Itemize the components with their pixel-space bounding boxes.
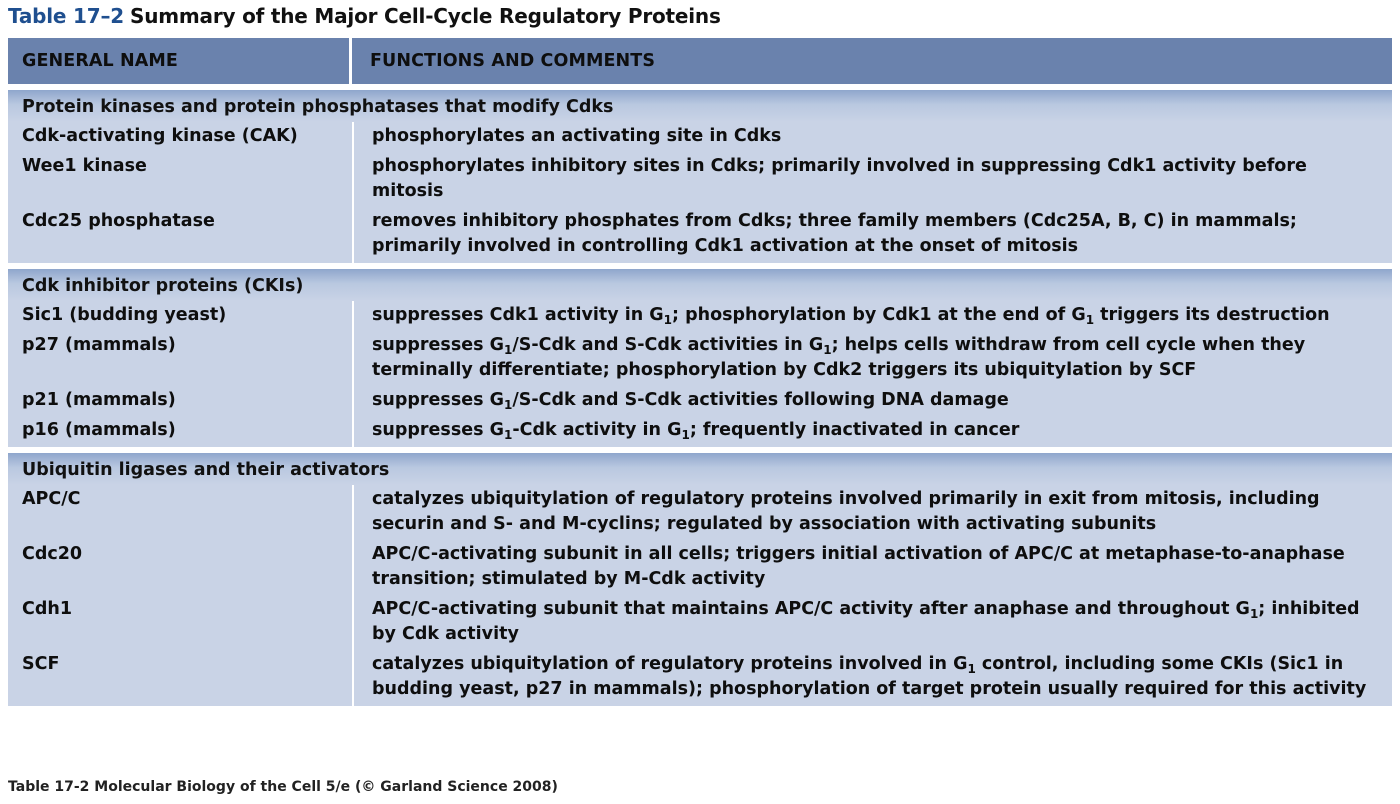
table-row: Cdc20 APC/C-activating subunit in all ce… bbox=[8, 542, 1392, 592]
protein-name: Cdc25 phosphatase bbox=[22, 211, 215, 231]
protein-name: Sic1 (budding yeast) bbox=[22, 305, 227, 325]
table-row: Sic1 (budding yeast) suppresses Cdk1 act… bbox=[8, 303, 1392, 328]
table-row: p21 (mammals) suppresses G1/S-Cdk and S-… bbox=[8, 388, 1392, 413]
protein-name: p16 (mammals) bbox=[22, 420, 176, 440]
figure-caption: Table 17-2 Molecular Biology of the Cell… bbox=[8, 779, 558, 795]
protein-name: Cdk-activating kinase (CAK) bbox=[22, 126, 298, 146]
section-title: Cdk inhibitor proteins (CKIs) bbox=[8, 269, 1392, 301]
protein-name: SCF bbox=[22, 654, 60, 674]
section-kinases-phosphatases: Protein kinases and protein phosphatases… bbox=[8, 90, 1392, 263]
table-row: Cdk-activating kinase (CAK) phosphorylat… bbox=[8, 124, 1392, 149]
table-header: GENERAL NAME FUNCTIONS AND COMMENTS bbox=[8, 38, 1392, 90]
table-title-text: Summary of the Major Cell-Cycle Regulato… bbox=[130, 4, 721, 28]
protein-name: Wee1 kinase bbox=[22, 156, 147, 176]
table-row: Cdc25 phosphatase removes inhibitory pho… bbox=[8, 209, 1392, 259]
section-title: Ubiquitin ligases and their activators bbox=[8, 453, 1392, 485]
table-row: APC/C catalyzes ubiquitylation of regula… bbox=[8, 487, 1392, 537]
protein-function: APC/C-activating subunit in all cells; t… bbox=[372, 544, 1345, 589]
protein-function: phosphorylates inhibitory sites in Cdks;… bbox=[372, 156, 1307, 201]
table-row: SCF catalyzes ubiquitylation of regulato… bbox=[8, 652, 1392, 702]
protein-function: catalyzes ubiquitylation of regulatory p… bbox=[372, 489, 1320, 534]
protein-function: APC/C-activating subunit that maintains … bbox=[372, 599, 1360, 644]
section-title: Protein kinases and protein phosphatases… bbox=[8, 90, 1392, 122]
protein-function: suppresses G1-Cdk activity in G1; freque… bbox=[372, 420, 1020, 442]
protein-function: suppresses G1/S-Cdk and S-Cdk activities… bbox=[372, 335, 1306, 380]
protein-function: catalyzes ubiquitylation of regulatory p… bbox=[372, 654, 1367, 699]
header-functions-comments: FUNCTIONS AND COMMENTS bbox=[370, 51, 656, 71]
table-row: p27 (mammals) suppresses G1/S-Cdk and S-… bbox=[8, 333, 1392, 383]
table-number: Table 17–2 bbox=[8, 4, 125, 28]
protein-function: removes inhibitory phosphates from Cdks;… bbox=[372, 211, 1297, 256]
protein-function: phosphorylates an activating site in Cdk… bbox=[372, 126, 782, 146]
protein-function: suppresses Cdk1 activity in G1; phosphor… bbox=[372, 305, 1330, 327]
protein-function: suppresses G1/S-Cdk and S-Cdk activities… bbox=[372, 390, 1009, 412]
table-row: p16 (mammals) suppresses G1-Cdk activity… bbox=[8, 418, 1392, 443]
regulatory-proteins-table: GENERAL NAME FUNCTIONS AND COMMENTS Prot… bbox=[8, 38, 1392, 706]
protein-name: APC/C bbox=[22, 489, 81, 509]
table-row: Wee1 kinase phosphorylates inhibitory si… bbox=[8, 154, 1392, 204]
protein-name: p27 (mammals) bbox=[22, 335, 176, 355]
protein-name: Cdh1 bbox=[22, 599, 73, 619]
protein-name: p21 (mammals) bbox=[22, 390, 176, 410]
header-general-name: GENERAL NAME bbox=[8, 38, 352, 84]
section-cdk-inhibitors: Cdk inhibitor proteins (CKIs) Sic1 (budd… bbox=[8, 269, 1392, 447]
protein-name: Cdc20 bbox=[22, 544, 83, 564]
table-row: Cdh1 APC/C-activating subunit that maint… bbox=[8, 597, 1392, 647]
section-ubiquitin-ligases: Ubiquitin ligases and their activators A… bbox=[8, 453, 1392, 706]
